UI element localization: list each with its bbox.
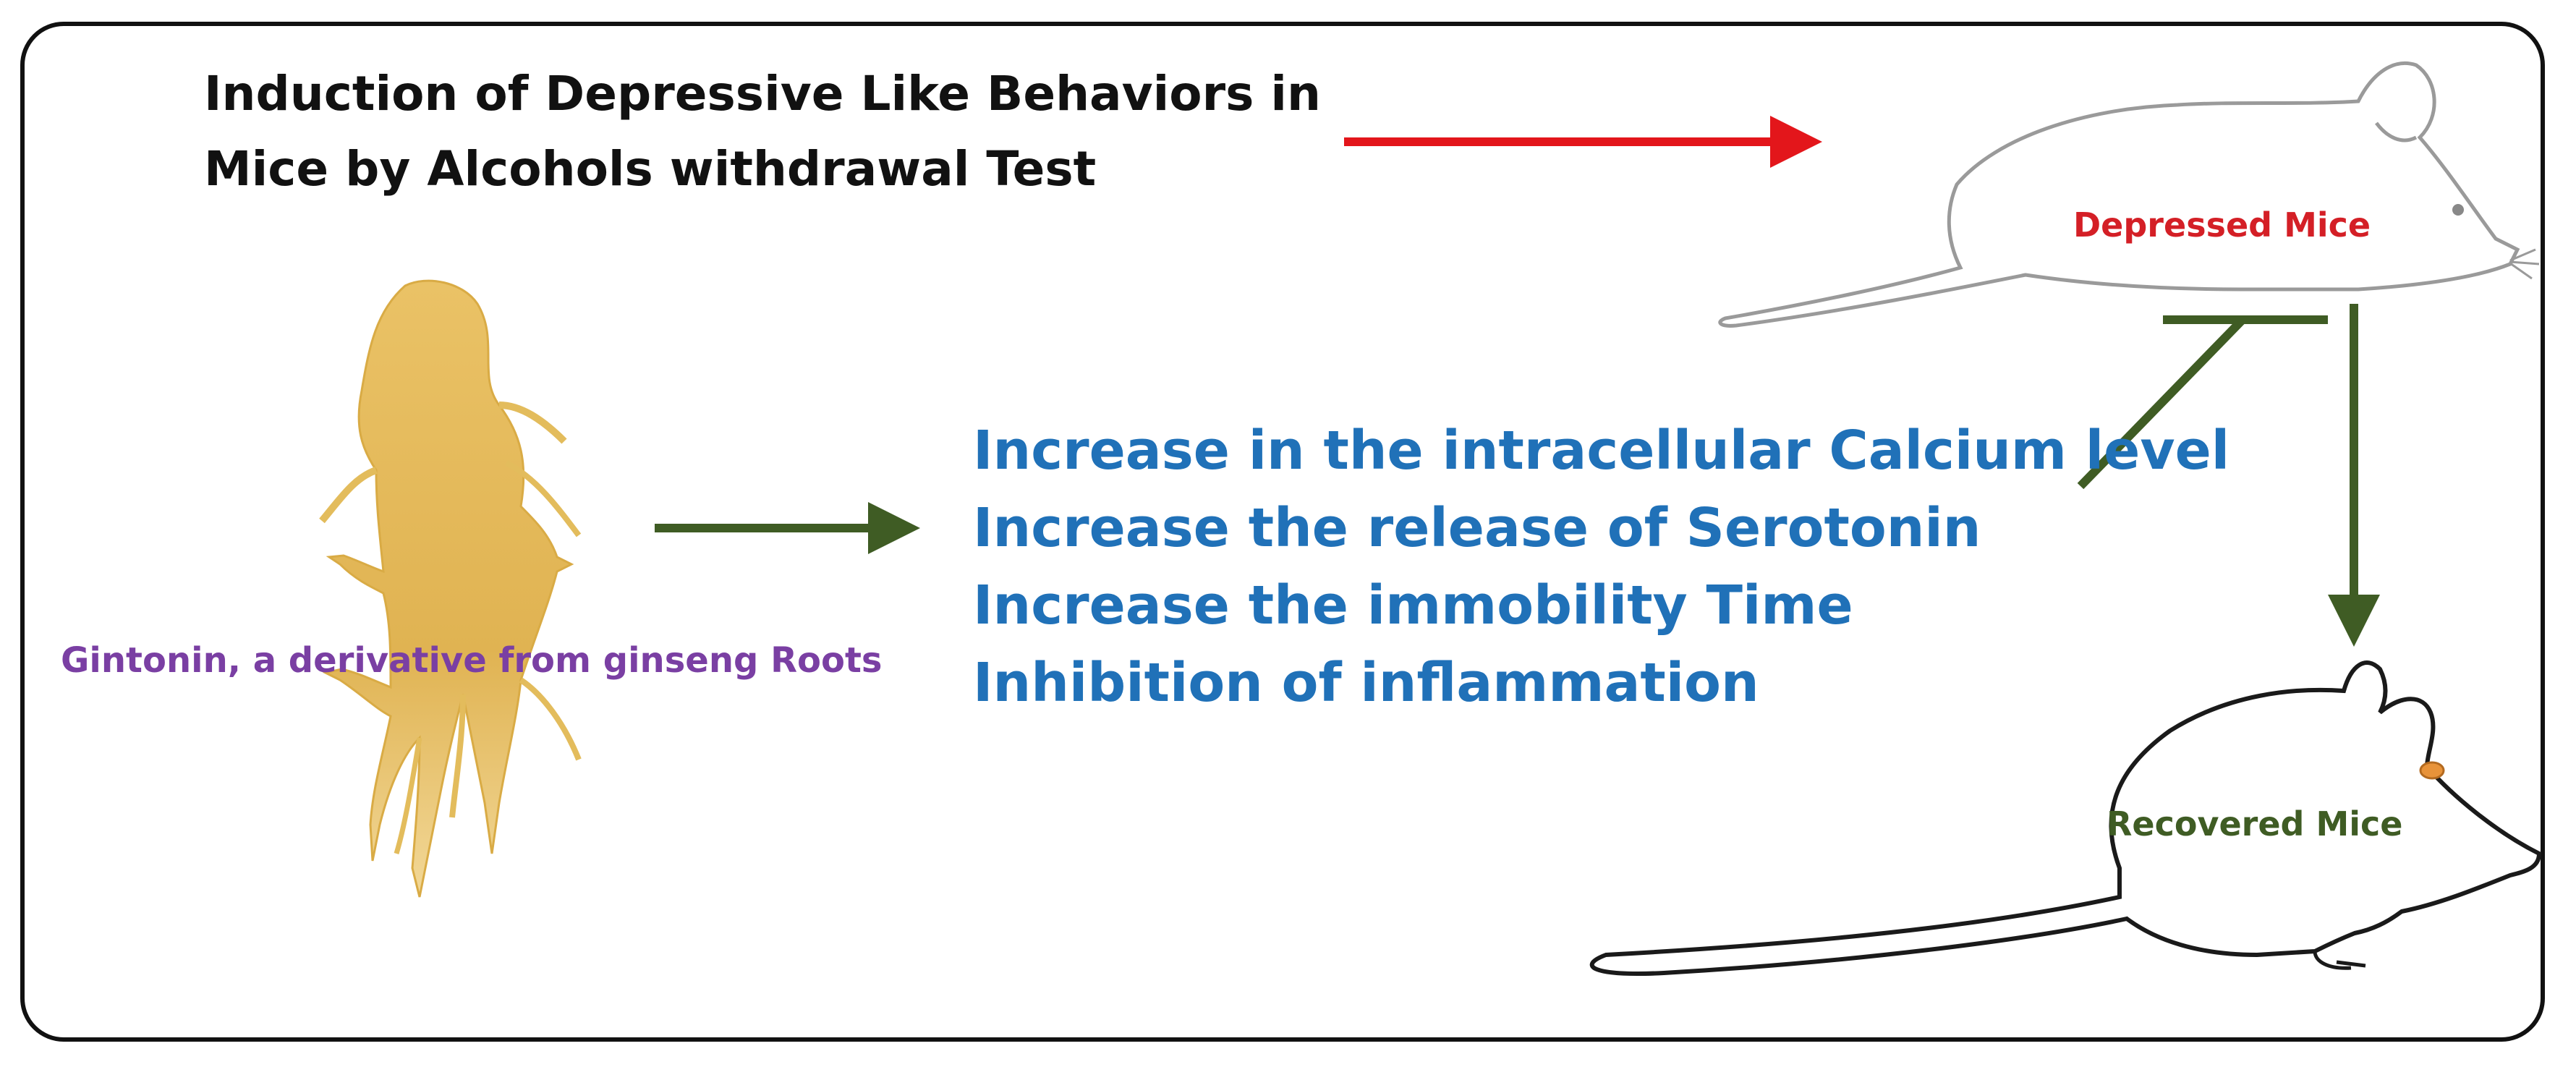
effect-item: Increase the release of Serotonin xyxy=(973,497,1981,559)
recovered-mice-label: Recovered Mice xyxy=(2107,804,2403,843)
depressed-mice-label: Depressed Mice xyxy=(2073,205,2371,245)
effect-item: Increase in the intracellular Calcium le… xyxy=(973,420,2230,482)
effect-item: Inhibition of inflammation xyxy=(973,652,1759,714)
depressed-mouse-icon xyxy=(1718,61,2540,328)
recovered-mouse-icon xyxy=(1589,660,2542,976)
effects-list: Increase in the intracellular Calcium le… xyxy=(973,412,2229,722)
induction-title-line1: Induction of Depressive Like Behaviors i… xyxy=(204,66,1322,122)
gintonin-label: Gintonin, a derivative from ginseng Root… xyxy=(61,640,883,681)
induction-title-line2: Mice by Alcohols withdrawal Test xyxy=(204,141,1097,197)
effect-item: Increase the immobility Time xyxy=(973,574,1853,637)
ginseng-root-icon xyxy=(319,279,582,898)
inhibition-connector xyxy=(2077,315,2328,490)
induction-title: Induction of Depressive Like Behaviors i… xyxy=(204,56,1325,207)
